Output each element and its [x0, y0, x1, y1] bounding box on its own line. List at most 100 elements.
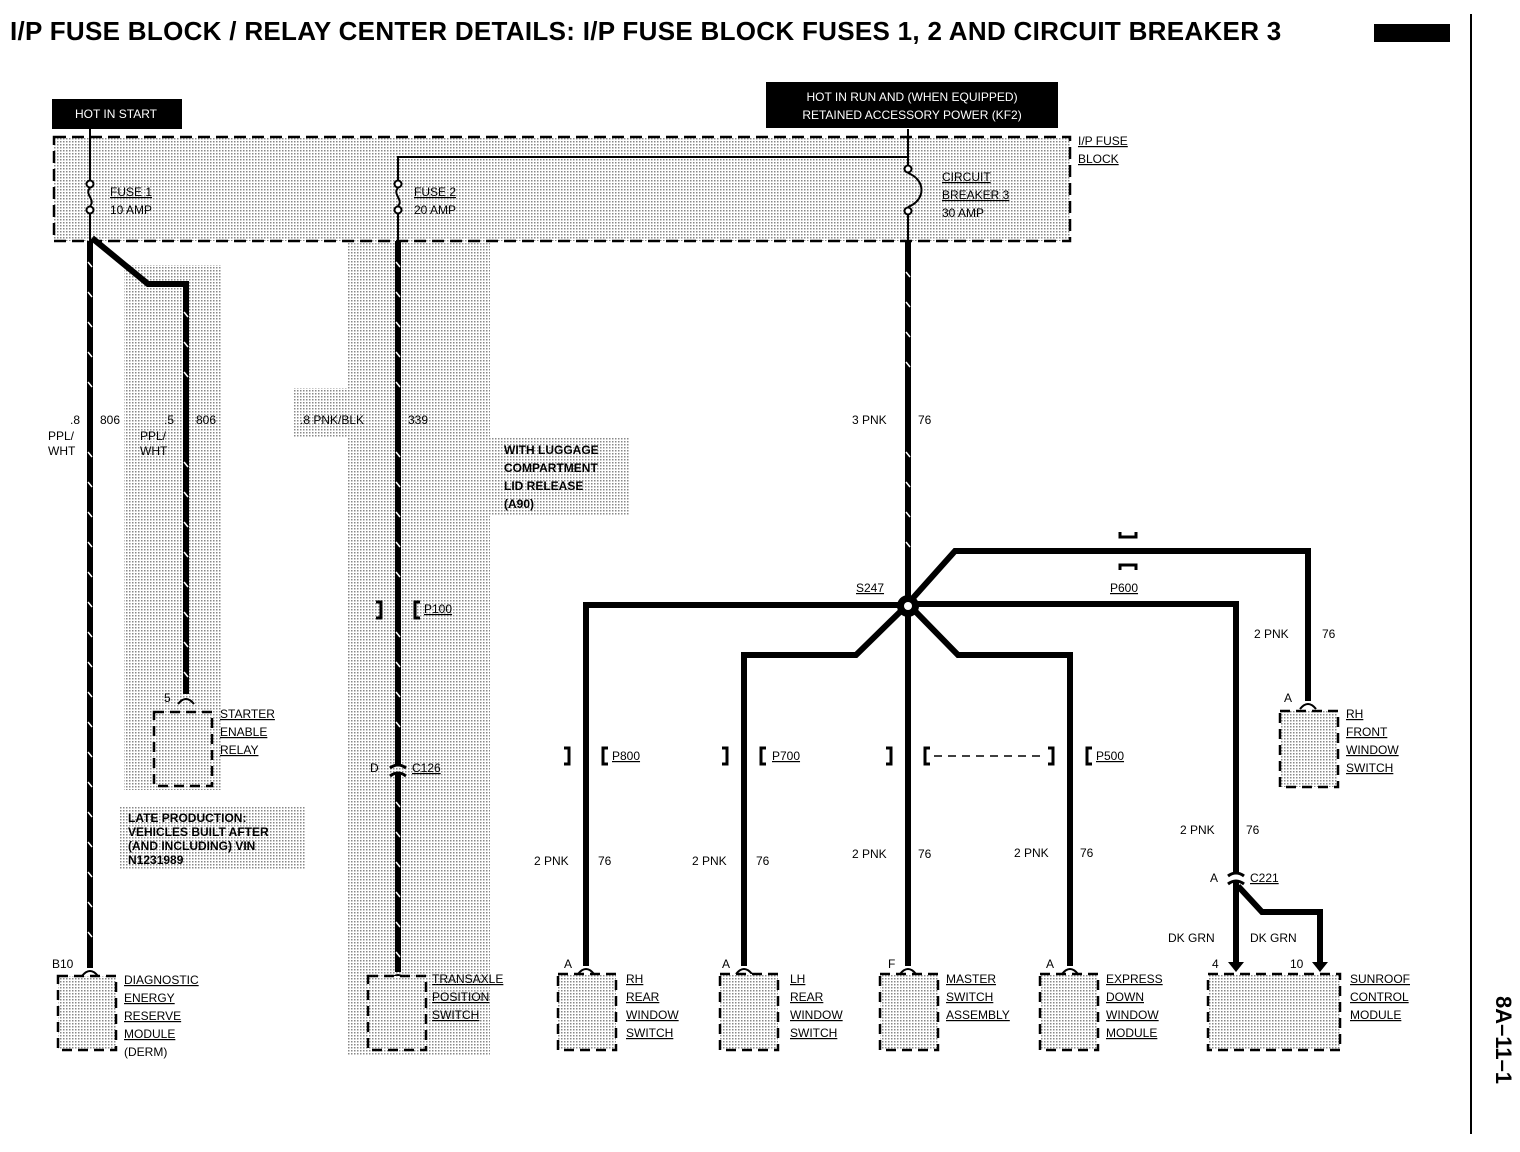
rh-rear-label-3: WINDOW — [626, 1008, 679, 1022]
fuse-block-shading — [54, 137, 1070, 241]
production-note-line-1: LATE PRODUCTION: — [128, 811, 246, 825]
master-wire-size: 2 PNK — [852, 847, 887, 861]
production-note-shading — [120, 807, 306, 869]
sunroof-label: SUNROOF CONTROL MODULE — [1350, 972, 1410, 1022]
splice-s247 — [897, 595, 919, 617]
rh-rear-label-2: REAR — [626, 990, 660, 1004]
trans-wire-label-shading — [294, 388, 354, 438]
production-note-line-3: (AND INCLUDING) VIN — [128, 839, 255, 853]
sunroof-arrow-pins — [1228, 962, 1328, 972]
master-wire-circuit: 76 — [918, 847, 932, 861]
option-note: WITH LUGGAGE COMPARTMENT LID RELEASE (A9… — [504, 443, 599, 511]
express-box — [1038, 972, 1100, 1052]
sunroof-wire-color-pin10: DK GRN — [1250, 931, 1297, 945]
rh-front-label: RH FRONT WINDOW SWITCH — [1346, 707, 1399, 775]
c221-label: C221 — [1250, 871, 1279, 885]
hot-in-run-label: HOT IN RUN AND (WHEN EQUIPPED) RETAINED … — [766, 82, 1058, 128]
breaker-label-1: CIRCUIT — [942, 170, 991, 184]
production-note-line-4: N1231989 — [128, 853, 184, 867]
lh-rear-pin: A — [722, 957, 730, 971]
production-note: LATE PRODUCTION: VEHICLES BUILT AFTER (A… — [128, 811, 269, 867]
fuse-2-rating: 20 AMP — [414, 203, 456, 217]
splice-s247-label: S247 — [856, 581, 884, 595]
inline-connectors — [376, 532, 1138, 766]
p600-label: P600 — [1110, 581, 1138, 595]
hot-in-start-label: HOT IN START — [52, 99, 182, 129]
derm-label: DIAGNOSTIC ENERGY RESERVE MODULE (DERM) — [124, 973, 199, 1059]
title-marker-bar — [1374, 24, 1450, 42]
lh-rear-label-3: WINDOW — [790, 1008, 843, 1022]
rh-rear-label-1: RH — [626, 972, 643, 986]
p800-label: P800 — [612, 749, 640, 763]
p100-label: P100 — [424, 602, 452, 616]
master-label-1: MASTER — [946, 972, 996, 986]
master-label-3: ASSEMBLY — [946, 1008, 1010, 1022]
main-wires — [87, 235, 1323, 972]
lh-rear-label-4: SWITCH — [790, 1026, 837, 1040]
breaker-rating: 30 AMP — [942, 206, 984, 220]
sunroof-pin-4: 4 — [1212, 957, 1219, 971]
relay-label-1: STARTER — [220, 707, 275, 721]
rh-rear-pin: A — [564, 957, 572, 971]
lh-rear-box — [718, 972, 780, 1052]
express-label-2: DOWN — [1106, 990, 1144, 1004]
derm-wire-size: .8 — [70, 413, 80, 427]
p500-label: P500 — [1096, 749, 1124, 763]
master-label-2: SWITCH — [946, 990, 993, 1004]
hot-in-run-text-2: RETAINED ACCESSORY POWER (KF2) — [802, 108, 1021, 122]
fuse-block-outline — [52, 135, 1072, 243]
derm-wire-color-2: WHT — [48, 444, 76, 458]
option-note-line-2: COMPARTMENT — [504, 461, 598, 475]
sunroof-label-2: CONTROL — [1350, 990, 1409, 1004]
fuse-2-name: FUSE 2 — [414, 185, 456, 199]
derm-box — [56, 974, 118, 1052]
option-note-line-4: (A90) — [504, 497, 534, 511]
c126-connector — [389, 763, 407, 778]
sunroof-box — [1206, 972, 1342, 1052]
relay-box — [152, 710, 214, 788]
lh-rear-label-1: LH — [790, 972, 805, 986]
master-pin: F — [888, 957, 895, 971]
component-boxes — [56, 709, 1342, 1052]
rh-rear-label-4: SWITCH — [626, 1026, 673, 1040]
express-label-3: WINDOW — [1106, 1008, 1159, 1022]
transaxle-box — [366, 974, 428, 1052]
trans-label-1: TRANSAXLE — [432, 972, 503, 986]
express-label-4: MODULE — [1106, 1026, 1157, 1040]
page-title: I/P FUSE BLOCK / RELAY CENTER DETAILS: I… — [10, 16, 1282, 46]
fuse-1-name: FUSE 1 — [110, 185, 152, 199]
master-box — [878, 972, 940, 1052]
page-number: 8A–11–1 — [1491, 996, 1516, 1084]
rh-rear-wire-circuit: 76 — [598, 854, 612, 868]
rh-front-pin: A — [1284, 691, 1292, 705]
lh-rear-label: LH REAR WINDOW SWITCH — [790, 972, 843, 1040]
rh-front-box — [1278, 709, 1340, 789]
derm-label-1: DIAGNOSTIC — [124, 973, 199, 987]
option-note-shading — [490, 438, 630, 516]
trans-wire-circuit: 339 — [408, 413, 428, 427]
derm-label-2: ENERGY — [124, 991, 175, 1005]
derm-wire-color-1: PPL/ — [48, 429, 75, 443]
page-edge-rule — [1470, 14, 1472, 1134]
relay-wire-size: .5 — [164, 413, 174, 427]
wire-twist-marks — [87, 261, 911, 958]
hot-in-start-text: HOT IN START — [75, 107, 158, 121]
sunroof-wire-size: 2 PNK — [1180, 823, 1215, 837]
sunroof-wire-circuit: 76 — [1246, 823, 1260, 837]
derm-wire-circuit: 806 — [100, 413, 120, 427]
fuse-2-symbol — [393, 179, 403, 241]
rh-rear-wire-size: 2 PNK — [534, 854, 569, 868]
trans-label-3: SWITCH — [432, 1008, 479, 1022]
bus-lines — [89, 129, 909, 180]
trans-label-2: POSITION — [432, 990, 489, 1004]
main-wire-size: 3 PNK — [852, 413, 887, 427]
relay-wire-circuit: 806 — [196, 413, 216, 427]
fuse-1-rating: 10 AMP — [110, 203, 152, 217]
transaxle-label: TRANSAXLE POSITION SWITCH — [432, 972, 503, 1022]
c126-label: C126 — [412, 761, 441, 775]
express-pin: A — [1046, 957, 1054, 971]
sunroof-wire-color-pin4: DK GRN — [1168, 931, 1215, 945]
rh-front-label-3: WINDOW — [1346, 743, 1399, 757]
fuse-block-label-2: BLOCK — [1078, 152, 1119, 166]
lh-rear-wire-circuit: 76 — [756, 854, 770, 868]
